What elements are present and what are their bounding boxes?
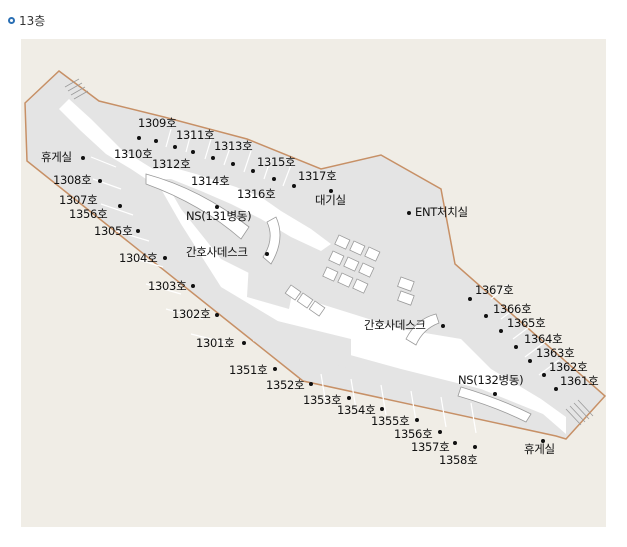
room-dot [415,418,419,422]
room-label-1363[interactable]: 1363호 [536,346,575,360]
room-label-1303[interactable]: 1303호 [148,279,187,293]
nurse-desk-1-label[interactable]: 간호사데스크 [186,245,248,259]
room-dot [347,396,351,400]
room-label-1310[interactable]: 1310호 [114,147,153,161]
room-dot [473,445,477,449]
corridor [59,99,566,434]
room-label-1351[interactable]: 1351호 [229,363,268,377]
room-dot [272,177,276,181]
room-dot [173,145,177,149]
room-dot [163,256,167,260]
room-dot [118,204,122,208]
lounge-se-label[interactable]: 휴게실 [524,442,555,456]
lounge-se-dot [541,439,545,443]
room-label-1356b[interactable]: 1356호 [394,427,433,441]
room-dot [137,136,141,140]
floor-plan-graphic [24,70,606,440]
room-label-1314[interactable]: 1314호 [191,174,230,188]
room-dot [98,179,102,183]
room-label-1353[interactable]: 1353호 [303,393,342,407]
room-label-1355[interactable]: 1355호 [371,414,410,428]
floor-bullet-icon [8,17,15,24]
room-dot [514,345,518,349]
room-dot [438,430,442,434]
room-label-1309[interactable]: 1309호 [138,116,177,130]
room-dot [453,441,457,445]
room-label-1361[interactable]: 1361호 [560,374,599,388]
room-label-1315[interactable]: 1315호 [257,155,296,169]
room-dot [554,387,558,391]
nurse-desk-1-dot [265,252,269,256]
room-label-1364[interactable]: 1364호 [524,332,563,346]
floor-map[interactable]: 1309호 1311호 1313호 1310호 1312호 1315호 1314… [21,39,606,527]
floor-header: 13층 [8,12,45,29]
room-dot [542,373,546,377]
room-dot [251,169,255,173]
room-dot [484,314,488,318]
room-label-1313[interactable]: 1313호 [214,139,253,153]
room-label-1357[interactable]: 1357호 [411,440,450,454]
room-label-1307[interactable]: 1307호 [59,193,98,207]
room-dot [499,329,503,333]
room-label-1358[interactable]: 1358호 [439,453,478,467]
lounge-nw-label[interactable]: 휴게실 [41,150,72,164]
room-label-1356[interactable]: 1356호 [69,207,108,221]
room-dot [309,382,313,386]
room-dot [242,341,246,345]
ent-room-label[interactable]: ENT처치실 [415,205,468,219]
room-label-1316[interactable]: 1316호 [237,187,276,201]
room-label-1304[interactable]: 1304호 [119,251,158,265]
room-dot [215,313,219,317]
room-dot [136,229,140,233]
room-dot [154,139,158,143]
room-label-1302[interactable]: 1302호 [172,307,211,321]
waiting-room-label[interactable]: 대기실 [315,193,346,207]
ns131-label[interactable]: NS(131병동) [186,209,252,223]
waiting-dot [329,189,333,193]
nurse-desk-2-label[interactable]: 간호사데스크 [364,318,426,332]
room-dot [231,162,235,166]
room-label-1352[interactable]: 1352호 [266,378,305,392]
ns132-dot [493,392,497,396]
room-dot [468,297,472,301]
room-dot [528,359,532,363]
ns132-label[interactable]: NS(132병동) [458,373,524,387]
room-label-1366[interactable]: 1366호 [493,302,532,316]
room-dot [191,150,195,154]
room-label-1308[interactable]: 1308호 [53,173,92,187]
room-dot [211,156,215,160]
nurse-desk-2-dot [441,324,445,328]
corridor-upper [141,167,331,251]
room-dot [380,407,384,411]
room-label-1311[interactable]: 1311호 [176,128,215,142]
lounge-nw-dot [81,156,85,160]
room-label-1305[interactable]: 1305호 [94,224,133,238]
ent-dot [407,211,411,215]
room-label-1362[interactable]: 1362호 [549,360,588,374]
room-dot [273,367,277,371]
room-label-1367[interactable]: 1367호 [475,283,514,297]
room-label-1312[interactable]: 1312호 [152,157,191,171]
room-dot [191,284,195,288]
room-label-1317[interactable]: 1317호 [298,169,337,183]
ns131-dot [215,205,219,209]
room-label-1365[interactable]: 1365호 [507,316,546,330]
room-label-1301[interactable]: 1301호 [196,336,235,350]
room-dot [292,184,296,188]
room-label-1354[interactable]: 1354호 [337,403,376,417]
floor-label: 13층 [19,14,46,28]
